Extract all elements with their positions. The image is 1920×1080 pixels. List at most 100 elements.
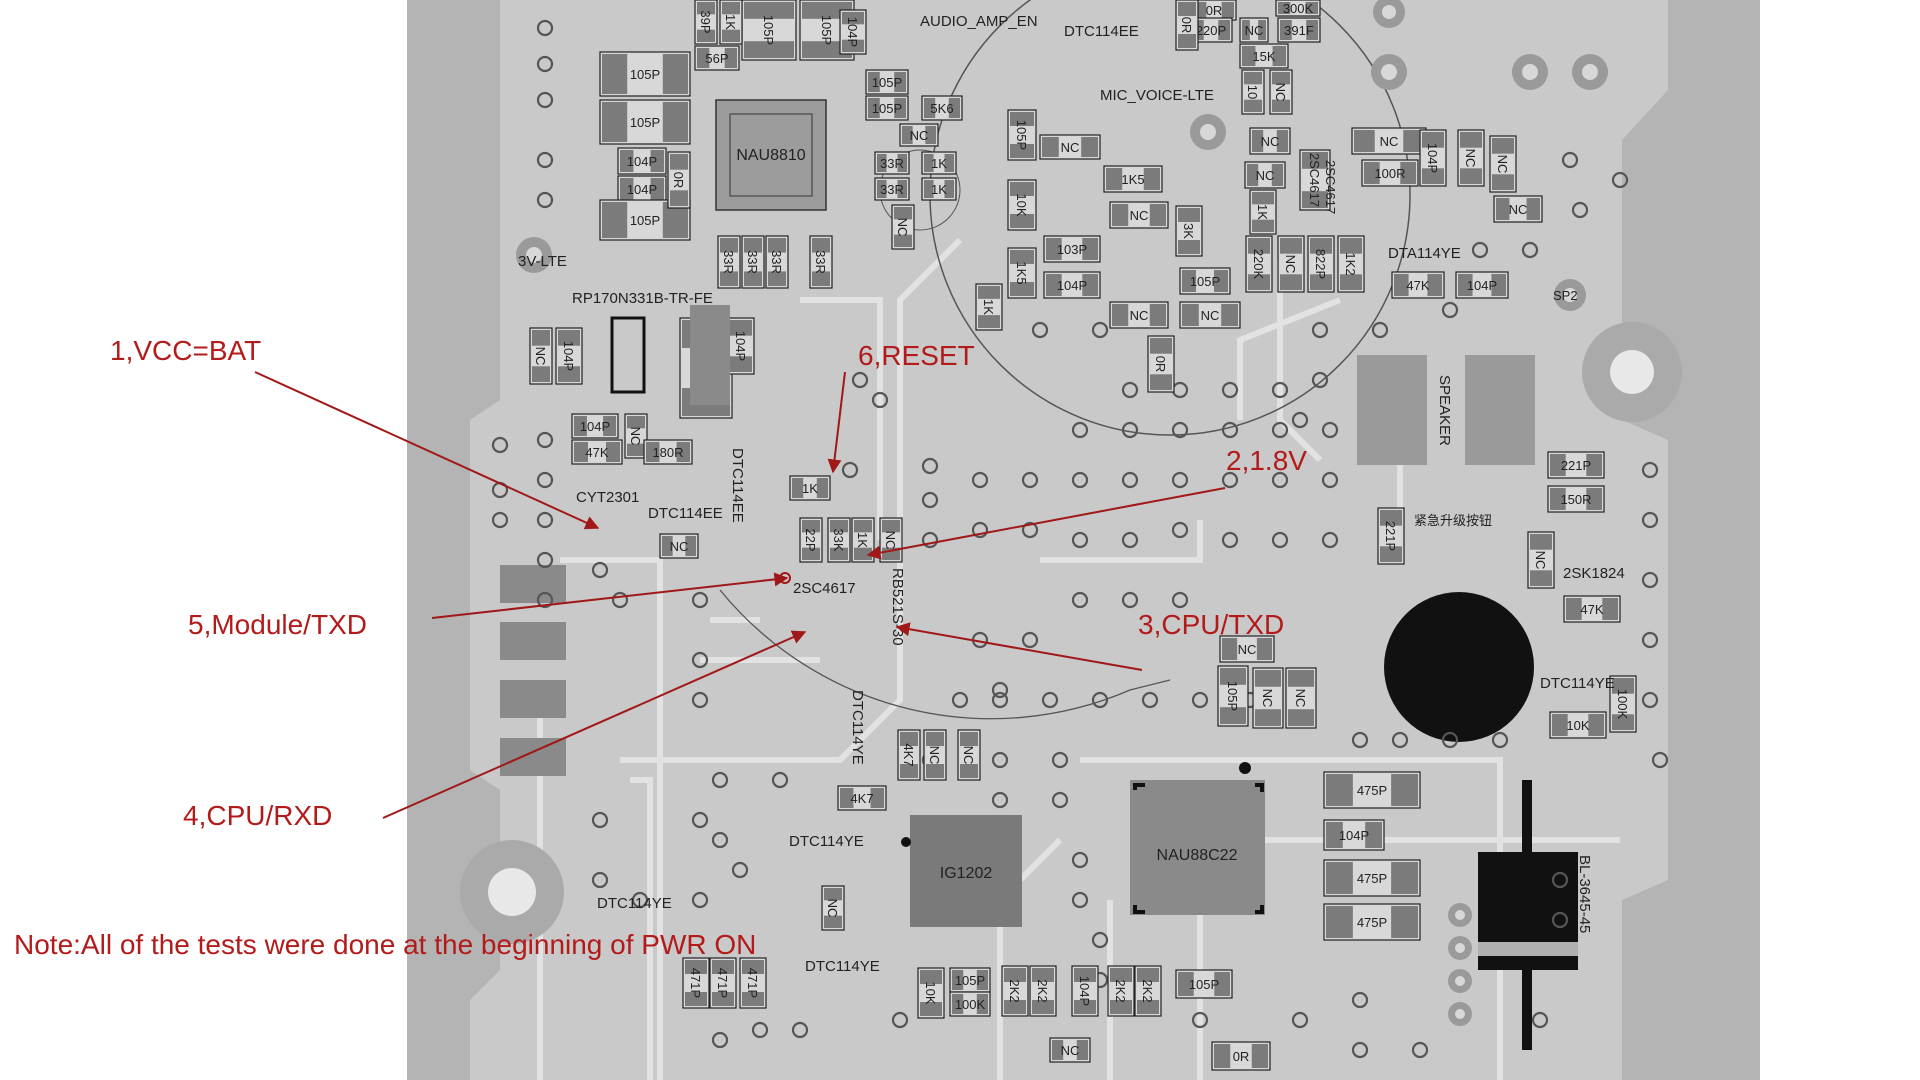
part-105: 2K2 (1029, 965, 1057, 1017)
part-pad (1182, 304, 1199, 326)
via-2 (536, 91, 554, 109)
part-label: NC (910, 128, 929, 143)
part-19: NC (899, 123, 939, 147)
part-15: 1K (719, 0, 743, 45)
part-label: 221P (1561, 458, 1591, 473)
via-24 (631, 891, 649, 909)
via-27 (851, 371, 869, 389)
part-11: 105P (741, 0, 797, 61)
via-57 (1121, 531, 1139, 549)
part-101: 10K (917, 967, 945, 1019)
part-label: NC (1533, 551, 1548, 570)
part-label: NC (533, 347, 548, 366)
part-label: 104P (1339, 828, 1369, 843)
part-pad (1460, 168, 1482, 184)
via-82 (1291, 1011, 1309, 1029)
part-label: 105P (630, 213, 660, 228)
annotation-1v8: 2,1.8V (1226, 445, 1307, 476)
part-label: 475P (1357, 871, 1387, 886)
part-pad (1252, 219, 1274, 232)
part-pad (697, 29, 715, 42)
part-label: 104P (733, 331, 748, 361)
via-30 (921, 457, 939, 475)
part-label: 1K (931, 182, 947, 197)
part-label: 10K (923, 981, 938, 1004)
part-pad (1081, 137, 1098, 157)
part-pad (1280, 20, 1292, 40)
part-pad (900, 764, 918, 778)
part-99: 471P (709, 957, 737, 1009)
part-pad (1178, 34, 1196, 48)
part-pad (712, 960, 734, 974)
part-pad (1214, 1044, 1231, 1068)
part-pad (1010, 214, 1034, 228)
arc-line (719, 589, 1171, 720)
part-89: 4K7 (897, 729, 921, 781)
part-64: NC (529, 327, 553, 385)
part-pad (1288, 709, 1314, 726)
via-40 (1121, 471, 1139, 489)
part-label: 2K2 (1035, 979, 1050, 1002)
part-pad (952, 970, 964, 990)
part-pad (944, 180, 954, 198)
part-20: 33R (874, 151, 910, 175)
part-pad (1046, 274, 1062, 296)
part-pad (926, 764, 944, 778)
part-pad (1106, 168, 1123, 190)
part-pad (1251, 1044, 1268, 1068)
via-5 (536, 431, 554, 449)
part-pad (697, 48, 710, 68)
silk-dtc114ee-b: DTC114EE (729, 448, 746, 523)
part-81: NC (1527, 531, 1555, 589)
part-pad (920, 970, 942, 984)
part-label: 104P (1425, 143, 1440, 173)
part-100: 471P (739, 957, 767, 1009)
via-12 (491, 511, 509, 529)
part-pad (1271, 164, 1283, 186)
annotation-cpu-txd: 3,CPU/TXD (1138, 609, 1284, 640)
part-label: 471P (715, 968, 730, 998)
part-48: NC (1249, 127, 1291, 155)
via-114 (711, 1031, 729, 1049)
via-108 (1521, 241, 1539, 259)
part-pad (712, 992, 734, 1006)
part-pad (558, 366, 580, 382)
part-label: 33R (880, 182, 904, 197)
part-pad (882, 520, 900, 533)
part-pad (1354, 130, 1375, 152)
part-label: 100K (1615, 689, 1630, 720)
part-label: 56P (705, 51, 728, 66)
via-99 (1051, 751, 1069, 769)
part-pad (1403, 130, 1424, 152)
part-pad (952, 994, 964, 1014)
ic-nau88c22-label: NAU88C22 (1157, 847, 1238, 864)
via-77 (1071, 891, 1089, 909)
silk-2sc4617-a: 2SC4617 (793, 580, 856, 597)
part-label: 104P (580, 419, 610, 434)
part-label: 0R (671, 172, 686, 189)
part-label: 33R (813, 250, 828, 274)
part-label: 105P (872, 101, 902, 116)
part-pad (877, 180, 887, 198)
via-66 (1091, 691, 1109, 709)
part-pad (1032, 968, 1054, 982)
part-label: 4K7 (850, 791, 873, 806)
via-52 (1121, 381, 1139, 399)
ic-ig1202: IG1202 (901, 815, 1022, 927)
part-pad (1380, 510, 1402, 526)
part-pad (1586, 454, 1602, 476)
via-13 (591, 561, 609, 579)
part-label: 1K2 (1343, 252, 1358, 275)
part-pad (1422, 168, 1444, 184)
part-pad (1326, 906, 1353, 938)
part-label: 10K (1014, 193, 1029, 216)
part-pad (877, 154, 887, 172)
part-pad (1082, 274, 1098, 296)
part-pad (1150, 374, 1172, 390)
via-81 (1191, 1011, 1209, 1029)
via-33 (971, 471, 989, 489)
part-label: NC (1256, 168, 1275, 183)
part-label: 15K (1252, 49, 1275, 64)
part-pad (676, 442, 690, 462)
part-pad (1247, 164, 1259, 186)
